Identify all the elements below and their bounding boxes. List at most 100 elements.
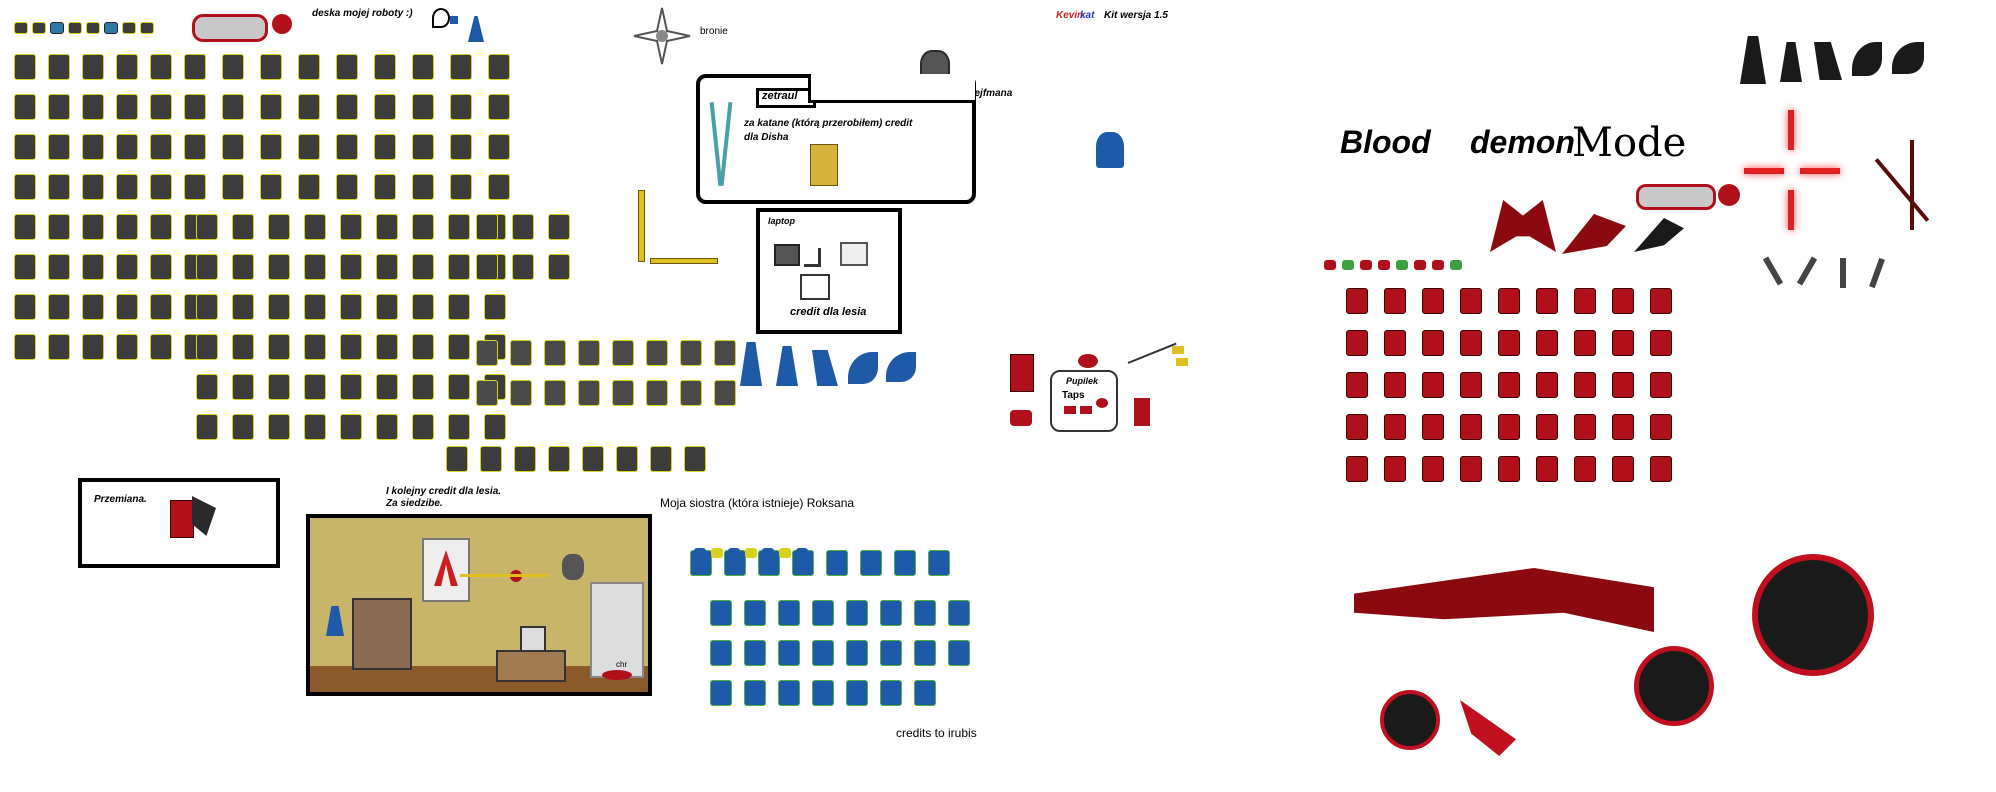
red-robot-sprite-icon bbox=[1460, 288, 1482, 314]
robot-sprite-icon bbox=[340, 414, 362, 440]
blue-cloak-icon bbox=[848, 352, 878, 384]
robot-sprite-icon bbox=[484, 294, 506, 320]
blue-robot-sprite-icon bbox=[948, 640, 970, 666]
red-pet-icon bbox=[602, 670, 632, 680]
red-piece-icon bbox=[1080, 406, 1092, 414]
robot-head-icon bbox=[68, 22, 82, 34]
blue-cloak-icon bbox=[326, 606, 344, 636]
robot-sprite-icon bbox=[260, 94, 282, 120]
red-robot-sprite-icon bbox=[1460, 330, 1482, 356]
robot-sprite-icon bbox=[374, 174, 396, 200]
demon-claw-icon bbox=[1634, 646, 1714, 726]
robot-sprite-icon bbox=[14, 334, 36, 360]
robot-sprite-icon bbox=[184, 94, 206, 120]
robot-sprite-icon bbox=[512, 254, 534, 280]
robot-sprite-icon bbox=[646, 340, 668, 366]
robot-sprite-icon bbox=[184, 134, 206, 160]
robot-sprite-icon bbox=[14, 214, 36, 240]
robot-sprite-icon bbox=[376, 414, 398, 440]
blue-robot-sprite-icon bbox=[744, 600, 766, 626]
robot-sprite-icon bbox=[340, 334, 362, 360]
robot-sprite-icon bbox=[512, 214, 534, 240]
yellow-sword-icon bbox=[638, 190, 645, 262]
robot-sprite-icon bbox=[150, 94, 172, 120]
red-piece-icon bbox=[1010, 410, 1032, 426]
robot-sprite-icon bbox=[304, 374, 326, 400]
robot-sprite-icon bbox=[232, 214, 254, 240]
robot-head-icon bbox=[104, 22, 118, 34]
hq-credit-line1: I kolejny credit dla lesia. bbox=[386, 486, 502, 497]
katana-credit-line2: dla Disha bbox=[744, 132, 789, 143]
robot-sprite-icon bbox=[222, 54, 244, 80]
blood-title-1: Blood bbox=[1340, 124, 1431, 160]
robot-sprite-icon bbox=[340, 294, 362, 320]
black-sword-icon bbox=[1840, 258, 1846, 288]
robot-sprite-icon bbox=[548, 254, 570, 280]
demon-claw-icon bbox=[1380, 690, 1440, 750]
red-head-icon bbox=[1414, 260, 1426, 270]
robot-sprite-icon bbox=[336, 54, 358, 80]
robot-sprite-icon bbox=[376, 374, 398, 400]
robot-sprite-icon bbox=[412, 174, 434, 200]
red-robot-icon bbox=[170, 500, 194, 538]
robot-sprite-icon bbox=[150, 214, 172, 240]
robot-sprite-icon bbox=[268, 214, 290, 240]
red-robot-sprite-icon bbox=[1346, 288, 1368, 314]
blue-cloak-icon bbox=[886, 352, 916, 382]
red-robot-sprite-icon bbox=[1346, 330, 1368, 356]
red-head-icon bbox=[1450, 260, 1462, 270]
red-robot-sprite-icon bbox=[1536, 414, 1558, 440]
red-figure-icon bbox=[1010, 354, 1034, 392]
laptop-icon bbox=[804, 248, 821, 267]
robot-sprite-icon bbox=[14, 54, 36, 80]
credits-irubis-label: credits to irubis bbox=[896, 726, 977, 740]
blue-robot-sprite-icon bbox=[812, 600, 834, 626]
red-robot-sprite-icon bbox=[1498, 456, 1520, 482]
robot-sprite-icon bbox=[510, 340, 532, 366]
robot-sprite-icon bbox=[48, 134, 70, 160]
zetraul-label: zetraul bbox=[762, 90, 798, 102]
robot-sprite-icon bbox=[450, 94, 472, 120]
transformation-label: Przemiana. bbox=[94, 494, 147, 505]
red-head-icon bbox=[1078, 354, 1098, 368]
robot-sprite-icon bbox=[476, 340, 498, 366]
robot-sprite-icon bbox=[82, 254, 104, 280]
robot-sprite-icon bbox=[476, 380, 498, 406]
red-robot-sprite-icon bbox=[1422, 288, 1444, 314]
robot-sprite-icon bbox=[268, 334, 290, 360]
red-robot-sprite-icon bbox=[1650, 330, 1672, 356]
robot-sprite-icon bbox=[412, 54, 434, 80]
red-head-icon bbox=[1360, 260, 1372, 270]
blue-knight-icon bbox=[1096, 132, 1124, 168]
black-sword-icon bbox=[1762, 256, 1784, 286]
robot-sprite-icon bbox=[150, 54, 172, 80]
yellow-sword-icon bbox=[460, 574, 550, 577]
red-robot-sprite-icon bbox=[1384, 330, 1406, 356]
yellow-piece-icon bbox=[1172, 346, 1184, 354]
blue-robot-sprite-icon bbox=[778, 680, 800, 706]
robot-sprite-icon bbox=[412, 334, 434, 360]
robot-sprite-icon bbox=[446, 446, 468, 472]
robot-sprite-icon bbox=[196, 254, 218, 280]
red-robot-sprite-icon bbox=[1536, 456, 1558, 482]
robot-sprite-icon bbox=[376, 254, 398, 280]
red-robot-sprite-icon bbox=[1460, 372, 1482, 398]
robot-sprite-icon bbox=[376, 334, 398, 360]
blue-cloak-icon bbox=[740, 342, 762, 386]
black-cloak-icon bbox=[1740, 36, 1766, 84]
red-robot-sprite-icon bbox=[1422, 456, 1444, 482]
laptop-credit-panel: laptop credit dla lesia bbox=[756, 208, 902, 334]
robot-sprite-icon bbox=[412, 374, 434, 400]
red-robot-sprite-icon bbox=[1650, 414, 1672, 440]
robot-sprite-icon bbox=[450, 54, 472, 80]
red-robot-sprite-icon bbox=[1536, 372, 1558, 398]
blue-robot-sprite-icon bbox=[812, 640, 834, 666]
robot-sprite-icon bbox=[150, 174, 172, 200]
black-cloak-icon bbox=[1852, 42, 1882, 76]
robot-sprite-icon bbox=[82, 134, 104, 160]
red-head-icon bbox=[1396, 260, 1408, 270]
robot-sprite-icon bbox=[582, 446, 604, 472]
transformation-panel: Przemiana. bbox=[78, 478, 280, 568]
robot-head-icon bbox=[32, 22, 46, 34]
red-gear-icon bbox=[272, 14, 292, 34]
